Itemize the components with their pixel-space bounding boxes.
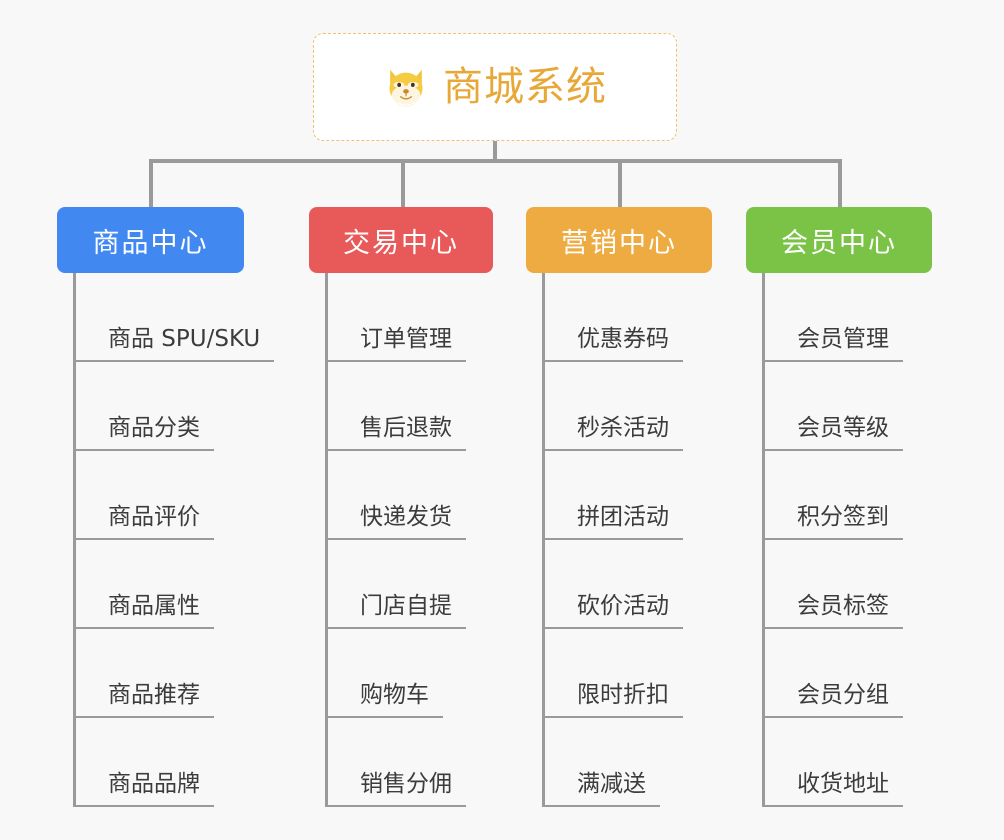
sub-item-label: 秒杀活动: [545, 414, 683, 451]
sub-item-label: 限时折扣: [545, 681, 683, 718]
sub-item-label: 积分签到: [765, 503, 903, 540]
list-item[interactable]: 积分签到: [765, 451, 903, 540]
sub-item-label: 门店自提: [328, 592, 466, 629]
list-item[interactable]: 商品品牌: [76, 718, 274, 807]
list-item[interactable]: 拼团活动: [545, 451, 683, 540]
drop-connector-marketing-center: [618, 159, 622, 209]
list-item[interactable]: 限时折扣: [545, 629, 683, 718]
list-item[interactable]: 售后退款: [328, 362, 466, 451]
sub-list-member-center: 会员管理 会员等级 积分签到 会员标签 会员分组 收货地址: [762, 273, 903, 807]
list-item[interactable]: 满减送: [545, 718, 683, 807]
list-item[interactable]: 会员等级: [765, 362, 903, 451]
sub-item-label: 销售分佣: [328, 770, 466, 807]
horizontal-bus-connector: [149, 159, 842, 163]
sub-item-label: 砍价活动: [545, 592, 683, 629]
sub-item-label: 商品属性: [76, 592, 214, 629]
sub-item-label: 会员分组: [765, 681, 903, 718]
sub-list-trade-center: 订单管理 售后退款 快递发货 门店自提 购物车 销售分佣: [325, 273, 466, 807]
sub-item-label: 拼团活动: [545, 503, 683, 540]
list-item[interactable]: 订单管理: [328, 273, 466, 362]
category-box-marketing-center[interactable]: 营销中心: [526, 207, 712, 273]
list-item[interactable]: 销售分佣: [328, 718, 466, 807]
list-item[interactable]: 商品推荐: [76, 629, 274, 718]
sub-list-marketing-center: 优惠券码 秒杀活动 拼团活动 砍价活动 限时折扣 满减送: [542, 273, 683, 807]
sub-item-label: 商品推荐: [76, 681, 214, 718]
list-item[interactable]: 收货地址: [765, 718, 903, 807]
shiba-dog-face-icon: [389, 69, 423, 108]
list-item[interactable]: 会员标签: [765, 540, 903, 629]
drop-connector-product-center: [149, 159, 153, 209]
sub-item-label: 商品 SPU/SKU: [76, 325, 275, 362]
list-item[interactable]: 优惠券码: [545, 273, 683, 362]
list-item[interactable]: 商品属性: [76, 540, 274, 629]
category-label-member-center: 会员中心: [781, 227, 897, 259]
category-box-product-center[interactable]: 商品中心: [57, 207, 244, 273]
list-item[interactable]: 砍价活动: [545, 540, 683, 629]
sub-item-label: 快递发货: [328, 503, 466, 540]
sub-item-label: 会员管理: [765, 325, 903, 362]
sub-item-label: 商品评价: [76, 503, 214, 540]
root-stem-connector: [493, 141, 497, 163]
sub-item-label: 商品分类: [76, 414, 214, 451]
sub-list-product-center: 商品 SPU/SKU 商品分类 商品评价 商品属性 商品推荐 商品品牌: [73, 273, 275, 807]
sub-item-label: 订单管理: [328, 325, 466, 362]
list-item[interactable]: 商品 SPU/SKU: [76, 273, 275, 362]
sub-item-label: 会员标签: [765, 592, 903, 629]
list-item[interactable]: 会员分组: [765, 629, 903, 718]
root-title: 商城系统: [443, 64, 607, 110]
category-box-member-center[interactable]: 会员中心: [746, 207, 932, 273]
category-label-marketing-center: 营销中心: [561, 227, 677, 259]
category-box-trade-center[interactable]: 交易中心: [309, 207, 493, 273]
category-label-trade-center: 交易中心: [343, 227, 459, 259]
sub-item-label: 商品品牌: [76, 770, 214, 807]
list-item[interactable]: 秒杀活动: [545, 362, 683, 451]
list-item[interactable]: 快递发货: [328, 451, 466, 540]
list-item[interactable]: 商品分类: [76, 362, 274, 451]
list-item[interactable]: 门店自提: [328, 540, 466, 629]
sub-item-label: 满减送: [545, 770, 660, 807]
drop-connector-trade-center: [401, 159, 405, 209]
list-item[interactable]: 会员管理: [765, 273, 903, 362]
list-item[interactable]: 购物车: [328, 629, 466, 718]
sub-item-label: 会员等级: [765, 414, 903, 451]
sub-item-label: 售后退款: [328, 414, 466, 451]
root-node[interactable]: 商城系统: [313, 33, 677, 141]
category-label-product-center: 商品中心: [92, 227, 209, 259]
sub-item-label: 优惠券码: [545, 325, 683, 362]
sub-item-label: 收货地址: [765, 770, 903, 807]
drop-connector-member-center: [838, 159, 842, 209]
list-item[interactable]: 商品评价: [76, 451, 274, 540]
sub-item-label: 购物车: [328, 681, 443, 718]
